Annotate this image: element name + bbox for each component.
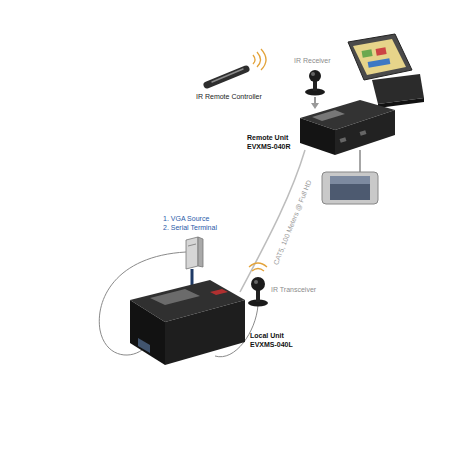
display xyxy=(322,150,378,204)
cable-label: CAT5, 100 Meters @ Full HD xyxy=(271,178,313,265)
remote-label: IR Remote Controller xyxy=(196,92,262,101)
ir-receiver-label: IR Receiver xyxy=(294,56,331,65)
pos-terminal xyxy=(348,34,424,108)
unit-title: Remote Unit xyxy=(247,133,288,142)
model-number: EVXMS-040L xyxy=(250,340,293,349)
ir-transceiver xyxy=(248,263,268,307)
transceiver-label: IR Transceiver xyxy=(271,285,316,294)
source-label: 1. VGA Source xyxy=(163,214,209,223)
unit-title: Local Unit xyxy=(250,331,284,340)
remote-unit-device xyxy=(300,100,395,155)
source-label: 2. Serial Terminal xyxy=(163,223,217,232)
model-number: EVXMS-040R xyxy=(247,142,291,151)
ir-remote xyxy=(207,49,266,85)
local-unit-device xyxy=(130,280,245,365)
ir-receiver xyxy=(305,70,325,109)
